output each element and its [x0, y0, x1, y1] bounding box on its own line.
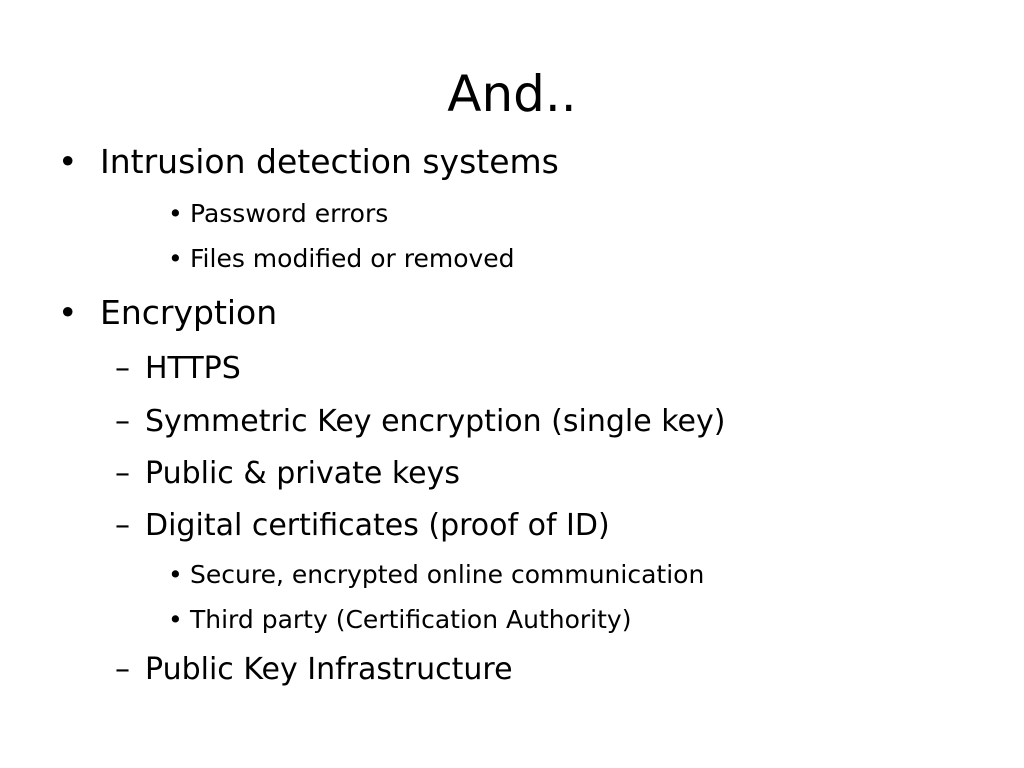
- bullet-marker: •: [58, 142, 78, 181]
- dash-marker: –: [115, 404, 130, 439]
- sub-bullet-public-private-keys: – Public & private keys: [115, 454, 460, 494]
- sub-bullet-files-modified: • Files modified or removed: [168, 243, 515, 275]
- bullet-text: Digital certificates (proof of ID): [145, 508, 610, 543]
- dash-marker: –: [115, 652, 130, 687]
- dash-marker: –: [115, 456, 130, 491]
- bullet-marker: •: [58, 293, 78, 332]
- dash-marker: –: [115, 351, 130, 386]
- bullet-marker: •: [168, 605, 183, 634]
- bullet-text: Secure, encrypted online communication: [190, 560, 705, 589]
- bullet-text: Third party (Certification Authority): [190, 605, 632, 634]
- dash-marker: –: [115, 508, 130, 543]
- bullet-text: Encryption: [100, 293, 278, 332]
- bullet-encryption: • Encryption: [58, 291, 278, 335]
- bullet-text: Intrusion detection systems: [100, 142, 559, 181]
- bullet-text: Public Key Infrastructure: [145, 652, 513, 687]
- sub-bullet-https: – HTTPS: [115, 349, 241, 389]
- bullet-text: HTTPS: [145, 351, 241, 386]
- bullet-text: Files modified or removed: [190, 244, 515, 273]
- sub-bullet-digital-certificates: – Digital certificates (proof of ID): [115, 506, 610, 546]
- bullet-text: Password errors: [190, 199, 389, 228]
- bullet-marker: •: [168, 244, 183, 273]
- bullet-marker: •: [168, 199, 183, 228]
- bullet-text: Public & private keys: [145, 456, 460, 491]
- sub-bullet-password-errors: • Password errors: [168, 198, 389, 230]
- sub-bullet-symmetric-key: – Symmetric Key encryption (single key): [115, 402, 726, 442]
- slide-title: And..: [447, 65, 577, 123]
- sub-bullet-public-key-infrastructure: – Public Key Infrastructure: [115, 650, 513, 690]
- bullet-intrusion-detection: • Intrusion detection systems: [58, 140, 559, 184]
- sub-sub-bullet-secure-communication: • Secure, encrypted online communication: [168, 559, 705, 591]
- bullet-text: Symmetric Key encryption (single key): [145, 404, 726, 439]
- sub-sub-bullet-third-party: • Third party (Certification Authority): [168, 604, 632, 636]
- bullet-marker: •: [168, 560, 183, 589]
